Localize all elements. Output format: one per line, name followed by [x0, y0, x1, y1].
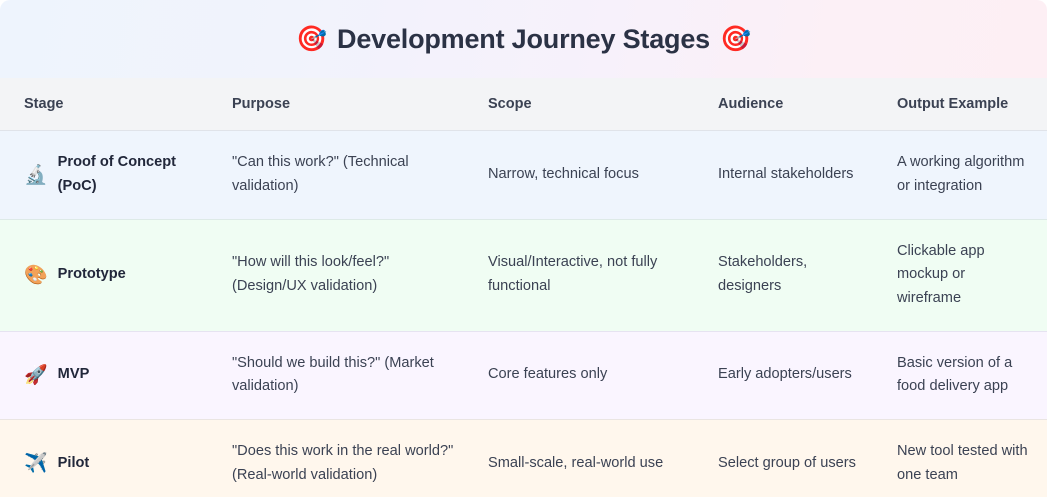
cell-stage: ✈️ Pilot [0, 418, 216, 497]
dart-target-icon-right: 🎯 [719, 24, 751, 53]
table-row: 🎨 Prototype "How will this look/feel?" (… [0, 218, 1047, 332]
cell-output: Clickable app mockup or wireframe [881, 218, 1047, 332]
cell-audience: Early adopters/users [702, 330, 881, 420]
stage-label: MVP [57, 366, 90, 383]
column-header-output: Output Example [881, 78, 1047, 131]
table-header: Stage Purpose Scope Audience Output Exam… [0, 78, 1047, 131]
table-row: 🔬 Proof of Concept (PoC) "Can this work?… [0, 130, 1047, 220]
cell-scope: Small-scale, real-world use [472, 418, 702, 497]
cell-output: A working algorithm or integration [881, 130, 1047, 220]
cell-purpose: "Can this work?" (Technical validation) [216, 130, 472, 220]
palette-icon: 🎨 [24, 264, 48, 286]
cell-purpose: "How will this look/feel?" (Design/UX va… [216, 218, 472, 332]
table-body: 🔬 Proof of Concept (PoC) "Can this work?… [0, 130, 1047, 497]
cell-audience: Select group of users [702, 418, 881, 497]
cell-purpose: "Should we build this?" (Market validati… [216, 330, 472, 420]
stage-label: Proof of Concept (PoC) [57, 154, 177, 195]
cell-stage: 🚀 MVP [0, 330, 216, 420]
cell-audience: Internal stakeholders [702, 130, 881, 220]
microscope-icon: 🔬 [24, 164, 48, 186]
page-title: 🎯 Development Journey Stages 🎯 [296, 24, 751, 55]
cell-scope: Visual/Interactive, not fully functional [472, 218, 702, 332]
cell-output: Basic version of a food delivery app [881, 330, 1047, 420]
stages-table: Stage Purpose Scope Audience Output Exam… [0, 78, 1047, 497]
column-header-scope: Scope [472, 78, 702, 131]
cell-audience: Stakeholders, designers [702, 218, 881, 332]
cell-scope: Narrow, technical focus [472, 130, 702, 220]
table-row: 🚀 MVP "Should we build this?" (Market va… [0, 330, 1047, 420]
table-row: ✈️ Pilot "Does this work in the real wor… [0, 418, 1047, 497]
airplane-icon: ✈️ [24, 453, 48, 474]
column-header-stage: Stage [0, 78, 216, 131]
column-header-audience: Audience [702, 78, 881, 131]
cell-output: New tool tested with one team [881, 418, 1047, 497]
header-row: Stage Purpose Scope Audience Output Exam… [0, 78, 1047, 131]
cell-stage: 🔬 Proof of Concept (PoC) [0, 130, 216, 220]
cell-purpose: "Does this work in the real world?" (Rea… [216, 418, 472, 497]
rocket-icon: 🚀 [24, 364, 48, 386]
stage-label: Prototype [57, 266, 126, 283]
cell-stage: 🎨 Prototype [0, 218, 216, 332]
stage-label: Pilot [57, 454, 90, 471]
column-header-purpose: Purpose [216, 78, 472, 131]
dart-target-icon-left: 🎯 [296, 24, 328, 53]
cell-scope: Core features only [472, 330, 702, 420]
page-header: 🎯 Development Journey Stages 🎯 [0, 0, 1047, 78]
page-title-text: Development Journey Stages [337, 23, 710, 54]
